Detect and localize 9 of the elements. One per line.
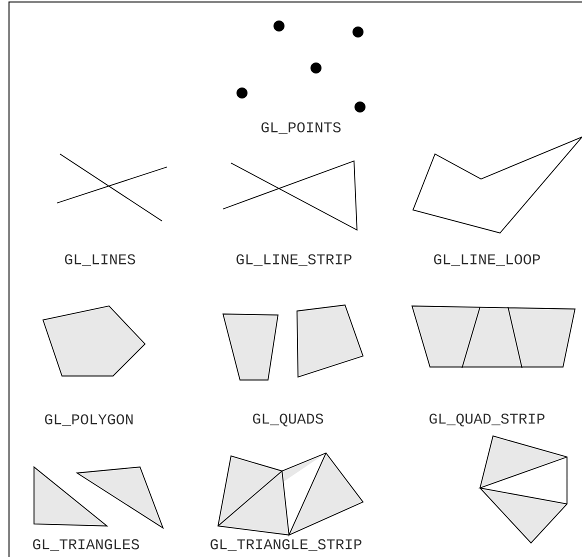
primitive-label: GL_QUADS	[252, 414, 324, 426]
primitive-label: GL_TRIANGLES	[33, 539, 140, 551]
primitive-label: GL_POLYGON	[45, 414, 133, 426]
primitive-label: GL_LINES	[64, 254, 136, 266]
primitive-label: GL_TRIANGLE_STRIP	[210, 539, 362, 551]
primitive-label: GL_QUAD_STRIP	[430, 414, 544, 426]
primitive-label: GL_LINE_STRIP	[236, 254, 352, 266]
primitive-label: GL_POINTS	[261, 122, 341, 134]
primitive-label: GL_LINE_LOOP	[434, 254, 540, 266]
